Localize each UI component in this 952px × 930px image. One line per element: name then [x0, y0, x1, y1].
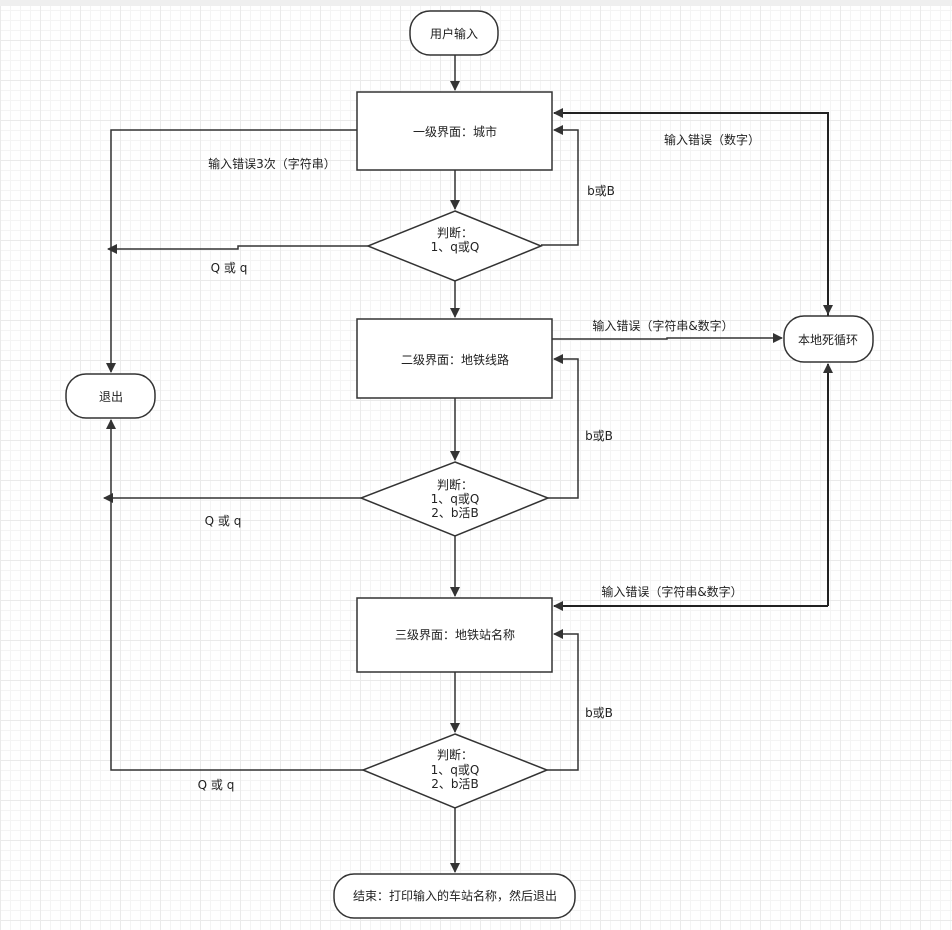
judge1-title: 判断：: [437, 225, 473, 240]
loop-label: 本地死循环: [798, 333, 858, 347]
judge3-title: 判断：: [437, 747, 473, 762]
canvas-toolbar-strip: [0, 0, 952, 6]
judge3-node[interactable]: 判断： 1、q或Q 2、b活B: [360, 733, 550, 809]
edge-level1-exit[interactable]: [106, 129, 357, 373]
start-label: 用户输入: [430, 26, 478, 41]
judge1-line1: 1、q或Q: [431, 240, 480, 254]
edge-label-q3: Q 或 q: [198, 778, 235, 792]
start-node[interactable]: 用户输入: [409, 10, 499, 56]
judge1-node[interactable]: 判断： 1、q或Q: [365, 210, 543, 282]
level1-node[interactable]: 一级界面：城市: [356, 91, 553, 171]
end-label: 结束：打印输入的车站名称，然后退出: [353, 888, 557, 903]
edge-label-b1: b或B: [587, 184, 615, 198]
judge2-line1: 1、q或Q: [431, 492, 480, 506]
edge-judge2-back-level2[interactable]: [548, 354, 579, 499]
edge-label-err-str-num-1: 输入错误（字符串&数字）: [592, 318, 733, 333]
edge-judge1-exit[interactable]: [107, 244, 368, 254]
level2-node[interactable]: 二级界面：地铁线路: [356, 318, 553, 399]
exit-node[interactable]: 退出: [65, 373, 156, 419]
edge-label-err-str-num-2: 输入错误（字符串&数字）: [601, 584, 742, 599]
judge2-title: 判断：: [437, 477, 473, 492]
judge3-line1: 1、q或Q: [431, 763, 480, 777]
judge3-line2: 2、b活B: [431, 777, 479, 791]
edge-judge1-back-level1[interactable]: [541, 125, 579, 246]
edge-label-q2: Q 或 q: [205, 514, 242, 528]
edge-level2-loop[interactable]: [552, 333, 783, 343]
level3-label: 三级界面：地铁站名称: [395, 627, 515, 642]
edge-judge3-exit[interactable]: [106, 419, 363, 771]
level2-label: 二级界面：地铁线路: [401, 352, 509, 367]
level1-label: 一级界面：城市: [413, 124, 497, 139]
edge-label-error3: 输入错误3次（字符串）: [208, 156, 336, 171]
edge-label-q1: Q 或 q: [211, 261, 248, 275]
edge-label-b2: b或B: [585, 429, 613, 443]
end-node[interactable]: 结束：打印输入的车站名称，然后退出: [333, 873, 576, 919]
loop-node[interactable]: 本地死循环: [783, 315, 874, 363]
judge2-node[interactable]: 判断： 1、q或Q 2、b活B: [358, 461, 551, 537]
level3-node[interactable]: 三级界面：地铁站名称: [356, 597, 553, 673]
exit-label: 退出: [99, 390, 123, 404]
edge-label-b3: b或B: [585, 706, 613, 720]
edge-label-err-num: 输入错误（数字）: [664, 132, 760, 147]
edge-judge3-back-level3[interactable]: [547, 629, 579, 771]
judge2-line2: 2、b活B: [431, 506, 479, 520]
